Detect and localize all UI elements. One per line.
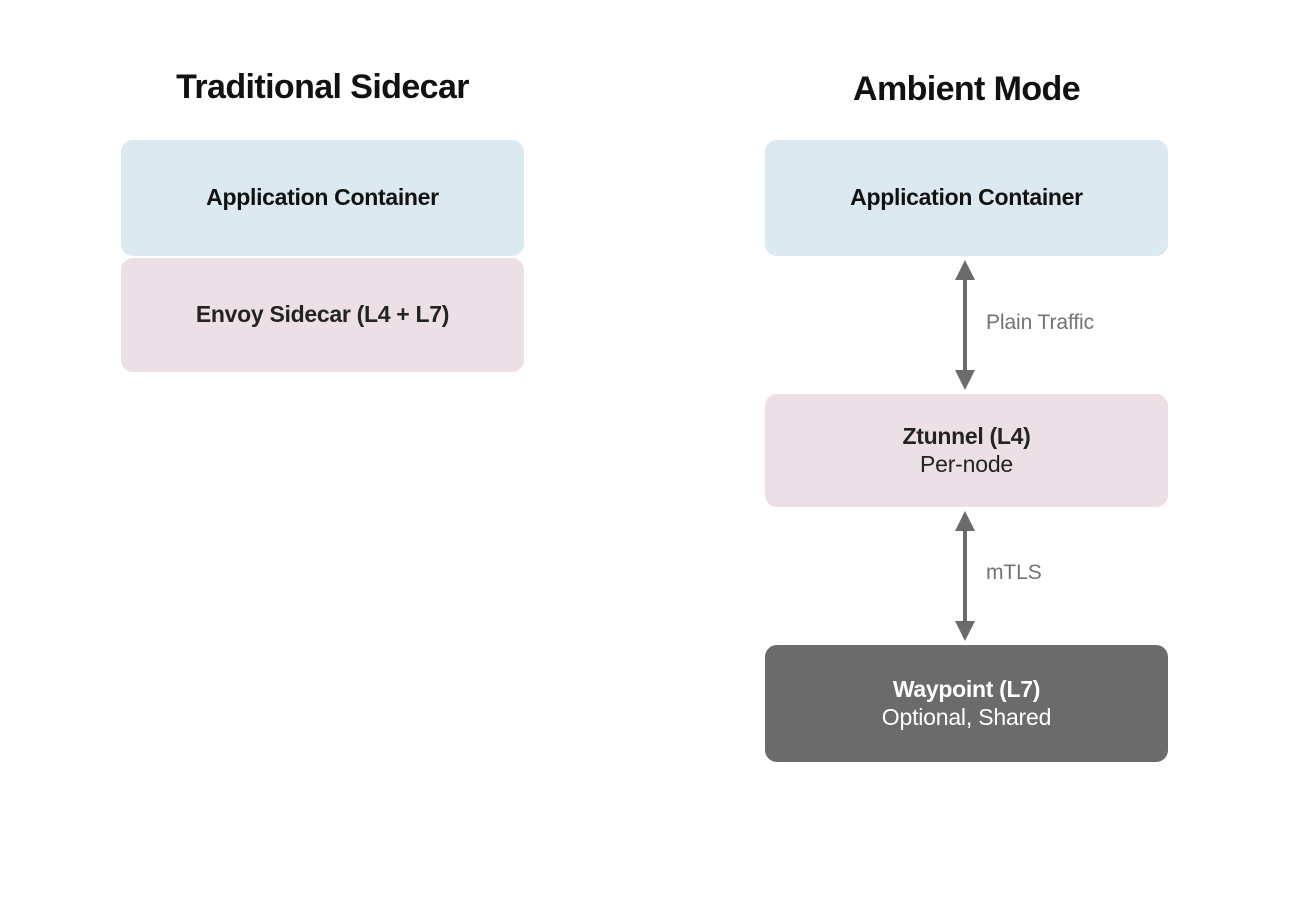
node-ztunnel: Ztunnel (L4) Per-node [765,394,1168,507]
connector-label-mtls: mTLS [986,561,1042,584]
node-secondary-label: Per-node [919,450,1014,477]
node-application-container-ambient: Application Container [765,140,1168,256]
node-primary-label: Waypoint (L7) [892,675,1041,702]
connector-label-plain-traffic: Plain Traffic [986,311,1095,334]
node-secondary-label: Optional, Shared [881,703,1052,730]
connector-plain-traffic [937,258,993,392]
connector-mtls [937,509,993,643]
node-envoy-sidecar: Envoy Sidecar (L4 + L7) [121,258,524,372]
node-primary-label: Application Container [206,184,439,211]
node-primary-label: Application Container [850,184,1083,211]
node-waypoint: Waypoint (L7) Optional, Shared [765,645,1168,762]
node-primary-label: Ztunnel (L4) [902,422,1031,449]
double-headed-arrow-icon [955,511,975,641]
node-application-container-sidecar: Application Container [121,140,524,256]
column-title-ambient-mode: Ambient Mode [852,70,1081,108]
column-title-traditional-sidecar: Traditional Sidecar [176,68,469,106]
node-primary-label: Envoy Sidecar (L4 + L7) [195,301,450,328]
double-headed-arrow-icon [955,260,975,390]
